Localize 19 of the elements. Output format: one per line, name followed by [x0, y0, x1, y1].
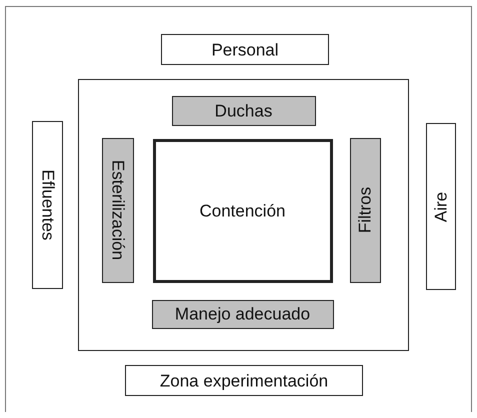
measure-box	[102, 138, 134, 282]
node-label: Contención	[200, 202, 286, 219]
node-label: Efluentes	[39, 170, 56, 240]
zone-box	[426, 123, 456, 290]
node-label: Duchas	[214, 102, 272, 119]
zone-box	[125, 365, 363, 396]
measure-box	[350, 138, 380, 282]
frame-box	[78, 79, 409, 351]
node-label: Aire	[432, 191, 450, 222]
measure-box	[172, 96, 316, 126]
zone-box	[32, 121, 63, 289]
zone-box	[152, 138, 332, 282]
node-label: Filtros	[356, 186, 374, 234]
zone-box	[161, 34, 329, 65]
node-label: Zona experimentación	[160, 372, 328, 389]
node-label: Esterilización	[109, 160, 126, 260]
measure-box	[152, 300, 334, 328]
node-label: Manejo adecuado	[174, 306, 310, 322]
node-label: Personal	[211, 41, 279, 58]
